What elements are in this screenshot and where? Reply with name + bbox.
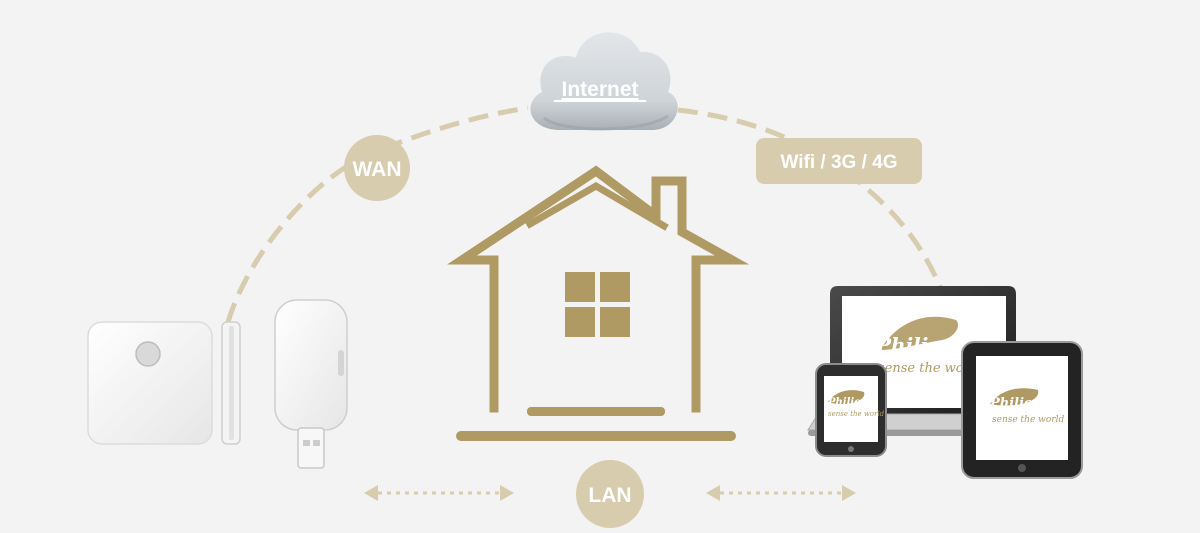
phone-tagline: sense the world [828, 410, 885, 418]
tablet-icon: Philio sense the world [961, 341, 1083, 479]
house-icon [447, 165, 750, 413]
cloud-icon [530, 32, 678, 131]
phone-logo: Philio [827, 397, 861, 408]
internet-underline [554, 100, 646, 102]
internet-cloud: Internet [530, 32, 678, 131]
gateway-device-icon [87, 321, 241, 445]
wireless-connection-line [677, 107, 945, 293]
lan-arrow-left [364, 485, 514, 501]
lan-badge: LAN [576, 460, 644, 528]
usb-dongle-icon [274, 299, 348, 469]
tablet-logo: Philio [989, 396, 1033, 411]
internet-label: Internet [561, 78, 638, 101]
wireless-badge: Wifi / 3G / 4G [756, 138, 922, 184]
house-window [565, 272, 630, 337]
house-floor [527, 407, 665, 416]
wireless-label: Wifi / 3G / 4G [780, 152, 897, 173]
lan-arrow-right [706, 485, 856, 501]
ground-line [456, 431, 736, 441]
wan-connection-line [225, 105, 529, 323]
lan-label: LAN [588, 484, 631, 507]
wan-badge: WAN [344, 135, 410, 201]
wan-label: WAN [353, 158, 402, 181]
smartphone-icon: Philio sense the world [815, 363, 887, 457]
laptop-logo: Philio [875, 333, 942, 357]
laptop-tagline: sense the world [878, 361, 982, 376]
tablet-tagline: sense the world [992, 415, 1064, 425]
